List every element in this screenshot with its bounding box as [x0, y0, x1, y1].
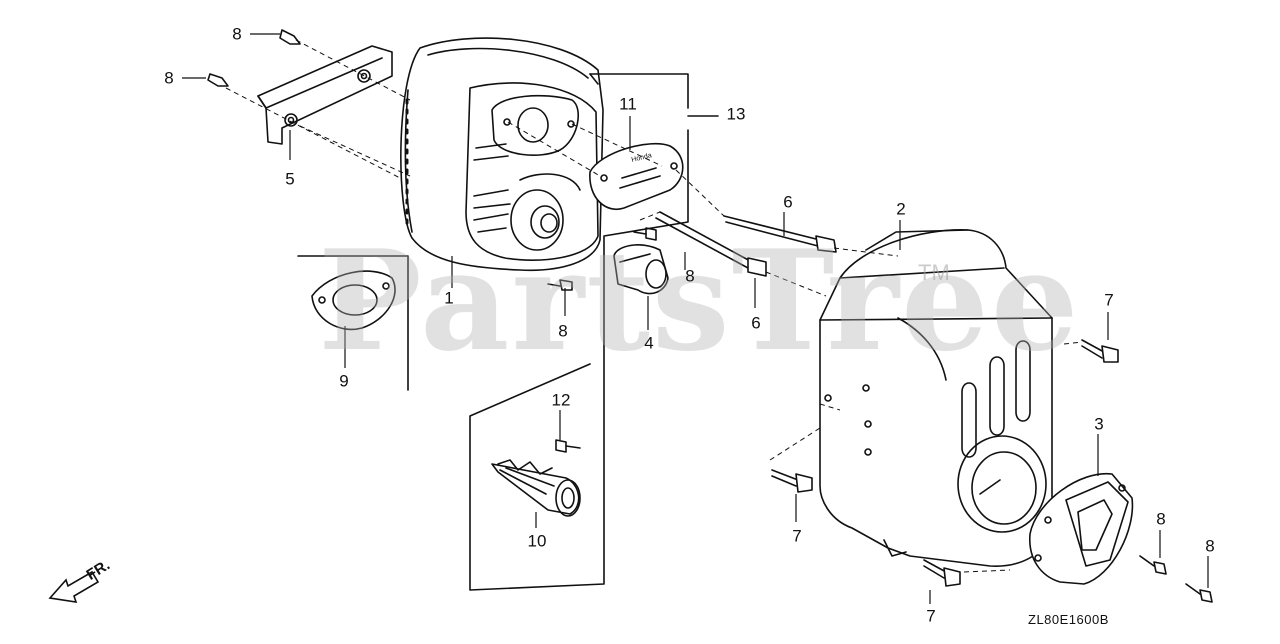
callout-11: 11 — [619, 94, 637, 114]
trademark-mark: TM — [918, 260, 950, 285]
callout-6-top: 6 — [783, 192, 793, 212]
screw-8-left — [207, 73, 229, 87]
front-arrow — [48, 570, 100, 603]
callout-6-bottom: 6 — [751, 313, 761, 333]
gasket — [311, 270, 396, 331]
callout-5: 5 — [285, 169, 295, 189]
screw-right — [1081, 339, 1119, 363]
screw-left — [771, 469, 813, 493]
callout-8-clip: 8 — [558, 321, 568, 341]
callout-10: 10 — [527, 531, 547, 551]
callout-12: 12 — [551, 390, 571, 410]
spark-arrester — [491, 459, 581, 517]
screw-8-clip — [633, 227, 657, 241]
callout-7-right: 7 — [1104, 290, 1114, 310]
callout-3: 3 — [1094, 414, 1104, 434]
bolt-long-bottom — [655, 211, 767, 277]
diagram-code: ZL80E1600B — [1028, 612, 1109, 627]
screw-8-mid — [547, 279, 573, 291]
callout-1: 1 — [444, 288, 454, 308]
bracket — [257, 45, 393, 145]
callout-7-bottom: 7 — [926, 606, 936, 626]
screw-8-top — [279, 29, 301, 45]
screw-bottom — [923, 559, 961, 587]
heat-plate — [589, 142, 684, 211]
bolt-long-top — [723, 215, 837, 253]
screw-8-right1 — [1139, 555, 1167, 575]
callout-8-mid: 8 — [685, 266, 695, 286]
callout-4: 4 — [644, 333, 654, 353]
screw-12 — [555, 439, 581, 453]
callout-8-right1: 8 — [1156, 509, 1166, 529]
callout-8-right2: 8 — [1205, 536, 1215, 556]
screw-8-right2 — [1185, 583, 1213, 603]
callout-2: 2 — [896, 199, 906, 219]
callout-8-top: 8 — [232, 24, 242, 44]
muffler-body — [400, 37, 604, 272]
deflector — [1029, 472, 1134, 585]
callout-9: 9 — [339, 371, 349, 391]
callout-7-left: 7 — [792, 526, 802, 546]
clip — [613, 244, 669, 295]
callout-13: 13 — [726, 104, 746, 124]
callout-8-left: 8 — [164, 68, 174, 88]
